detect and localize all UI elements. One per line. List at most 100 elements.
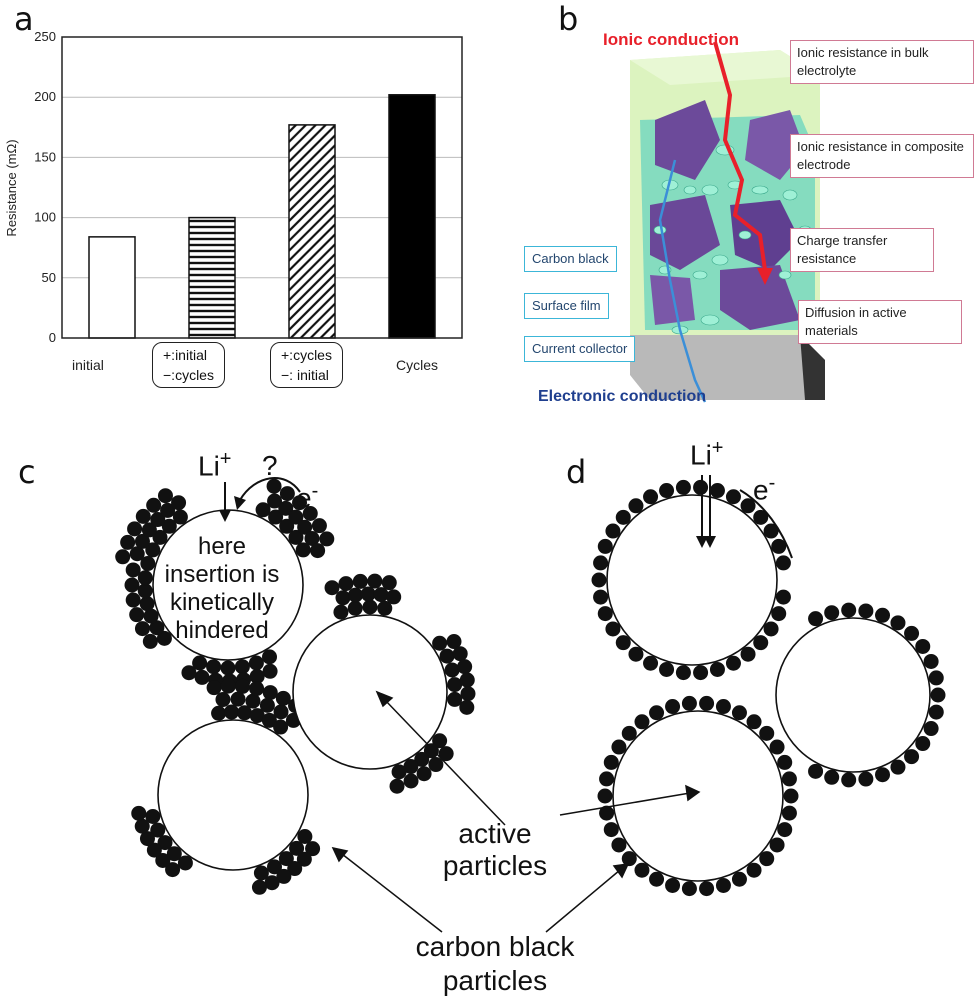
diffusion-box: Diffusion in active materials xyxy=(798,300,962,344)
carbon-black-dot xyxy=(665,699,681,715)
carbon-black-dot xyxy=(675,665,691,681)
carbon-black-dot xyxy=(904,625,920,641)
current-collector-block xyxy=(630,335,825,400)
carbon-black-dot xyxy=(259,697,275,713)
active-particle xyxy=(655,100,720,180)
carbon-black-dot xyxy=(194,669,210,685)
carbon-black-dot xyxy=(763,621,779,637)
carbon-black-dot xyxy=(928,670,944,686)
electron-arrow-c xyxy=(239,477,301,501)
carbon-black-dot xyxy=(709,661,725,677)
li-arrow-d1-head xyxy=(696,536,708,548)
carbon-black-dot xyxy=(165,862,181,878)
carbon-black-dot xyxy=(603,822,619,838)
carbon-black-dot xyxy=(824,769,840,785)
particles-diagram xyxy=(115,475,946,933)
carbon-black-dot xyxy=(599,805,615,821)
carbon-black-dot xyxy=(665,877,681,893)
carbon-black-dot xyxy=(134,621,150,637)
carbon-black-dot xyxy=(649,705,665,721)
carbon-black-dot xyxy=(266,478,282,494)
carbon-black-dot xyxy=(740,498,756,514)
bar xyxy=(388,94,436,339)
carbon-black-dot xyxy=(140,556,156,572)
carbon-black-dot xyxy=(681,695,697,711)
carbon-black-dot xyxy=(432,635,448,651)
carbon-black-dot xyxy=(234,678,250,694)
carbon-black-dot xyxy=(152,529,168,545)
carbon-black-dot xyxy=(923,721,939,737)
carbon-black-dot xyxy=(634,714,650,730)
carbon-black-dot xyxy=(715,699,731,715)
carbon-black-dot xyxy=(172,509,188,525)
electrolyte-top-face xyxy=(630,50,820,85)
carbon-black-dot xyxy=(275,690,291,706)
carbon-black-dot xyxy=(137,583,153,599)
charge-transfer-box: Charge transfer resistance xyxy=(790,228,934,272)
carbon-black-dot xyxy=(273,704,289,720)
li-charge: + xyxy=(711,437,724,459)
carbon-black-dot xyxy=(615,509,631,525)
active-label-line: active xyxy=(458,818,532,849)
y-tick-label: 50 xyxy=(42,270,56,285)
carbon-black-dot xyxy=(621,725,637,741)
carbon-black-dot xyxy=(460,686,476,702)
panel-a-letter: a xyxy=(14,0,34,38)
carbon-black-dot xyxy=(447,691,463,707)
carbon-black-dot xyxy=(245,693,261,709)
carbon-black-dot xyxy=(403,759,419,775)
carbon-black-dot xyxy=(890,615,906,631)
carbon-black-dot xyxy=(171,495,187,511)
category-box-plus-initial: +:initial −:cycles xyxy=(152,342,225,388)
carbon-black-particles-label: carbon black particles xyxy=(375,930,615,998)
carbon-black-dot xyxy=(360,586,376,602)
carbon-black-dot xyxy=(389,778,405,794)
category-box-line: −:cycles xyxy=(163,367,214,383)
carbon-black-dot xyxy=(230,691,246,707)
carbon-black-dot xyxy=(255,502,271,518)
carbon-black-dot xyxy=(142,633,158,649)
electron-arrow-c-head xyxy=(234,496,246,510)
surface-film-box: Surface film xyxy=(524,293,609,319)
carbon-black-dot xyxy=(206,680,222,696)
carbon-black-dot xyxy=(841,602,857,618)
electronic-conduction-path xyxy=(658,159,707,403)
chart-bars xyxy=(88,94,436,339)
carbon-black-dot xyxy=(211,705,227,721)
carbon-black-dot xyxy=(115,549,131,565)
carbon-black-dot xyxy=(459,699,475,715)
carbon-black-dot xyxy=(150,512,166,528)
carbon-black-dot xyxy=(146,497,162,513)
carbon-black-dot xyxy=(915,638,931,654)
hindered-line: kinetically xyxy=(169,589,275,616)
carbon-black-dot xyxy=(416,766,432,782)
electron-label-d: e- xyxy=(753,472,775,506)
carbon-black-dot xyxy=(156,630,172,646)
carbon-black-dot xyxy=(220,678,236,694)
carbon-black-dot xyxy=(781,771,797,787)
y-axis-label: Resistance (mΩ) xyxy=(4,139,19,236)
carbon-black-dot xyxy=(253,865,269,881)
carbon-black-dot xyxy=(292,495,308,511)
carbon-black-dot xyxy=(930,687,946,703)
carbon-black-dot xyxy=(149,620,165,636)
carbon-black-dot xyxy=(746,862,762,878)
e-text: e xyxy=(296,482,312,514)
carbon-black-dot xyxy=(181,665,197,681)
carbon-black-dot xyxy=(446,634,462,650)
carbon-black-dot xyxy=(771,606,787,622)
carbon-black-dot xyxy=(681,881,697,897)
carbon-black-dot xyxy=(143,608,159,624)
chart-frame xyxy=(61,36,463,339)
carbon-black-dot xyxy=(428,757,444,773)
carbon-black-dot xyxy=(251,879,267,895)
active-particle-circle xyxy=(612,710,784,882)
carbon-black-dot xyxy=(643,655,659,671)
carbon-black-dot xyxy=(597,788,613,804)
carbon-black-dot xyxy=(373,587,389,603)
carbon-black-dot xyxy=(157,835,173,851)
li-charge: + xyxy=(219,448,232,470)
carbon-black-dot xyxy=(262,663,278,679)
carbon-black-dot xyxy=(775,555,791,571)
carbon-black-dot xyxy=(129,607,145,623)
